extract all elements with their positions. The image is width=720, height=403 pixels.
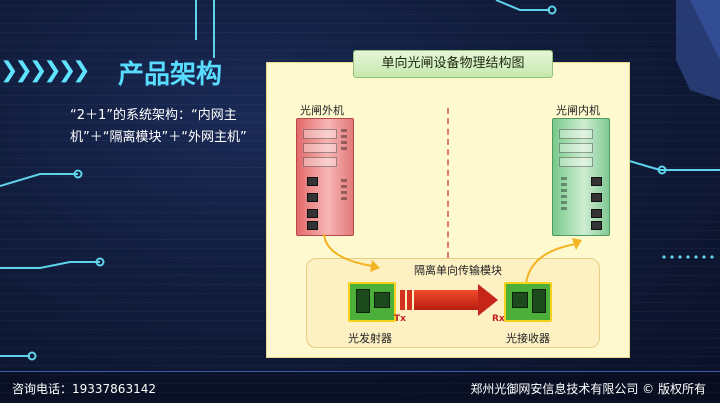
data-flow-arrow-head: [478, 284, 498, 316]
data-flow-arrow: [414, 290, 478, 310]
inner-host-label: 光闸内机: [556, 104, 600, 117]
outer-host-label: 光闸外机: [300, 104, 344, 117]
arrow-tail-bar-1: [400, 290, 405, 310]
network-divider-line: [447, 108, 449, 258]
footer-bar: 咨询电话：19337863142 郑州光御网安信息技术有限公司 © 版权所有: [0, 371, 720, 403]
transmitter-label: 光发射器: [348, 332, 392, 345]
inner-host-server-icon: [552, 118, 610, 236]
rx-tag: Rx: [492, 314, 505, 324]
tx-tag: Tx: [394, 314, 406, 324]
outer-host-server-icon: [296, 118, 354, 236]
arrow-tail-bar-2: [407, 290, 412, 310]
diagram-title: 单向光闸设备物理结构图: [353, 50, 553, 78]
architecture-description: “2＋1”的系统架构：“内网主机”＋“隔离模块”＋“外网主机”: [70, 108, 247, 145]
isolation-module-label: 隔离单向传输模块: [414, 264, 502, 277]
page-title: 产品架构: [118, 60, 223, 90]
receiver-label: 光接收器: [506, 332, 550, 345]
contact-phone: 咨询电话：19337863142: [12, 382, 156, 396]
receiver-card-icon: [504, 282, 552, 322]
title-bar: ❯❯❯❯❯❯ 产品架构: [0, 56, 250, 90]
chevron-arrows-icon: ❯❯❯❯❯❯: [0, 58, 91, 83]
copyright-text: 郑州光御网安信息技术有限公司 © 版权所有: [470, 382, 706, 396]
transmitter-card-icon: [348, 282, 396, 322]
